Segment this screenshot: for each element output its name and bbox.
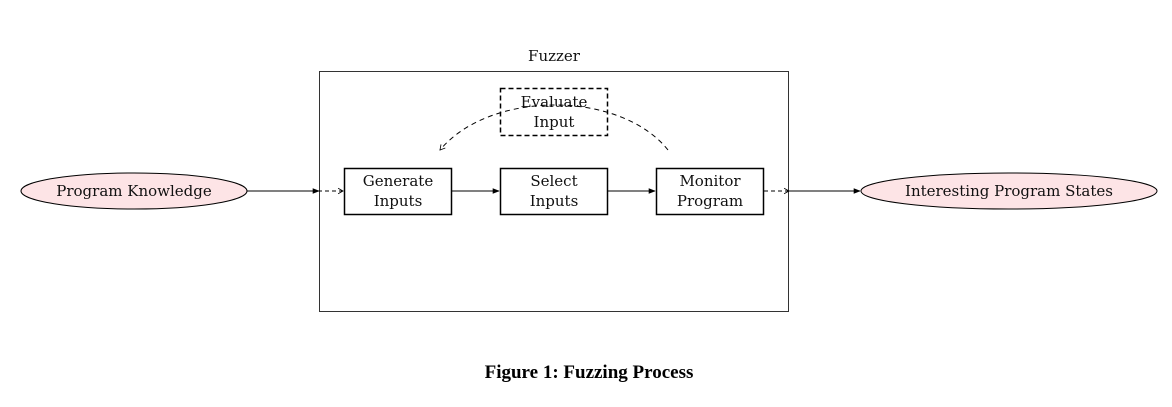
interesting-states-node: Interesting Program States (860, 172, 1158, 210)
generate-inputs-node: Generate Inputs (343, 167, 453, 216)
fuzzer-label: Fuzzer (528, 47, 581, 65)
evaluate-input-line1: Evaluate (521, 93, 588, 111)
select-inputs-line1: Select (530, 172, 577, 190)
feedback-arc (439, 104, 669, 151)
interesting-states-ellipse (860, 172, 1158, 210)
program-knowledge-label: Program Knowledge (56, 182, 212, 200)
select-inputs-node: Select Inputs (499, 167, 609, 216)
program-knowledge-node: Program Knowledge (20, 172, 248, 210)
select-inputs-box (499, 167, 609, 216)
generate-inputs-line2: Inputs (374, 192, 423, 210)
evaluate-input-line2: Input (534, 113, 575, 131)
monitor-program-box (655, 167, 765, 216)
monitor-program-node: Monitor Program (655, 167, 765, 216)
interesting-states-label: Interesting Program States (905, 182, 1113, 200)
generate-inputs-box (343, 167, 453, 216)
figure-caption: Figure 1: Fuzzing Process (485, 362, 694, 383)
evaluate-input-node: Evaluate Input (499, 87, 609, 137)
generate-inputs-line1: Generate (363, 172, 434, 190)
monitor-program-line1: Monitor (679, 172, 741, 190)
select-inputs-line2: Inputs (530, 192, 579, 210)
monitor-program-line2: Program (677, 192, 743, 210)
